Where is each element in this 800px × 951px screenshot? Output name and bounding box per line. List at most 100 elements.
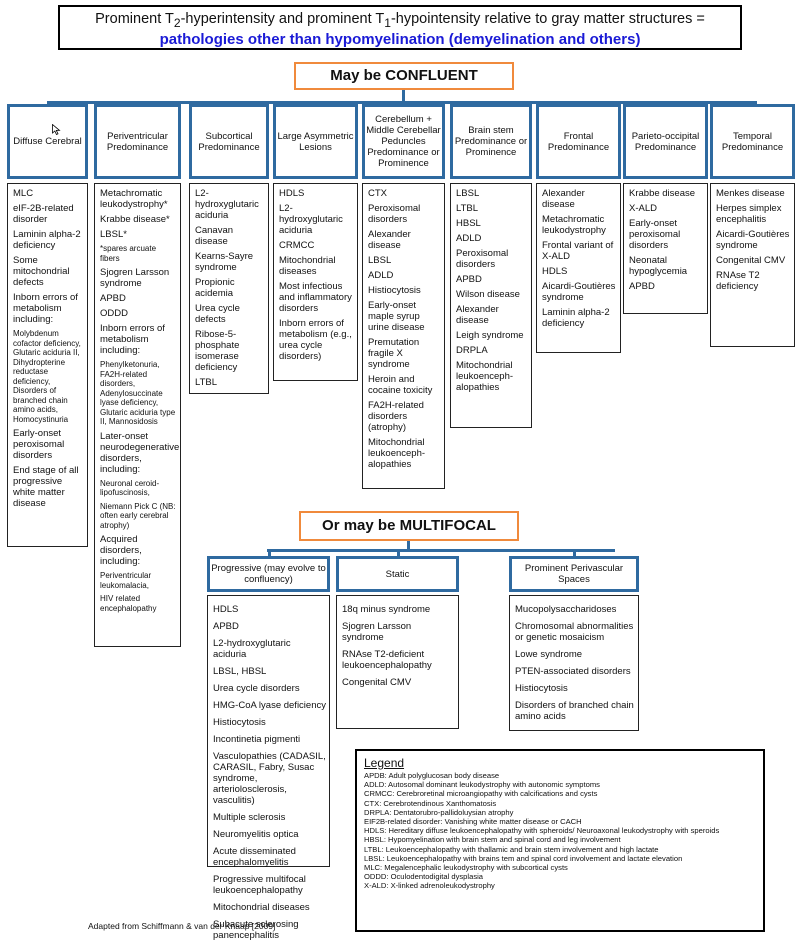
legend-entry: DRPLA: Dentatorubro-pallidoluysian atrop…	[364, 807, 514, 817]
title-box: Prominent T2-hyperintensity and prominen…	[58, 5, 742, 50]
list-item: Neonatal hypoglycemia	[629, 255, 688, 277]
list-item: Later-onset neurodegenerative disorders,…	[100, 430, 180, 475]
legend-entry: CTX: Cerebrotendinous Xanthomatosis	[364, 798, 497, 808]
list-item: HDLS	[279, 188, 305, 199]
connector-drop	[577, 101, 581, 106]
list-item: eIF-2B-related disorder	[13, 203, 74, 225]
legend-entry: APDB: Adult polyglucosan body disease	[364, 771, 500, 780]
connector-drop	[314, 101, 318, 106]
legend-box: Legend APDB: Adult polyglucosan body dis…	[355, 749, 765, 932]
list-item: Congenital CMV	[716, 255, 786, 266]
connector-drop	[136, 101, 140, 106]
list-item: Incontinetia pigmenti	[213, 734, 301, 745]
list-item: L2-hydroxyglutaric aciduria	[195, 188, 259, 221]
connector-stem	[402, 90, 405, 102]
list-item: APBD	[629, 281, 655, 292]
list-item: Laminin alpha-2 deficiency	[542, 307, 610, 329]
list-item: Canavan disease	[195, 225, 234, 247]
list-item: CRMCC	[279, 240, 315, 251]
list-item: Aicardi-Goutières syndrome	[542, 281, 616, 303]
list-item: CTX	[368, 188, 387, 199]
multifocal-connector-drop	[573, 549, 576, 557]
list-item: Leigh syndrome	[456, 330, 524, 341]
mouse-cursor-icon	[52, 124, 61, 135]
list-item: Mucopolysaccharidoses	[515, 604, 617, 615]
list-item: Premutation fragile X syndrome	[368, 337, 420, 370]
list-item: Lowe syndrome	[515, 649, 583, 660]
legend-entry: X-ALD: X-linked adrenoleukodystrophy	[364, 881, 495, 891]
list-item: Acquired disorders, including:	[100, 534, 142, 567]
list-item: Frontal variant of X-ALD	[542, 240, 614, 262]
list-item: Neuromyelitis optica	[213, 829, 299, 840]
list-item: Multiple sclerosis	[213, 812, 286, 823]
list-item: Congenital CMV	[342, 677, 412, 688]
multifocal-connector-stem	[407, 541, 410, 551]
list-item: Menkes disease	[716, 188, 785, 199]
list-item: End stage of all progressive white matte…	[13, 465, 79, 509]
list-item: Some mitochondrial defects	[13, 255, 70, 288]
list-item: Mitochondrial diseases	[213, 902, 310, 913]
connector-drop	[402, 101, 406, 106]
list-item: X-ALD	[629, 203, 657, 214]
list-item: Phenylketonuria, FA2H-related disorders,…	[100, 360, 176, 426]
list-item: Histiocytosis	[515, 683, 568, 694]
list-item: ADLD	[368, 270, 394, 281]
list-item: Alexander disease	[456, 304, 499, 326]
list-item: Histiocytosis	[368, 285, 421, 296]
column-header: Parieto-occipital Predominance	[623, 104, 708, 179]
list-item: HDLS	[542, 266, 568, 277]
list-item: Krabbe disease	[629, 188, 696, 199]
list-item: Propionic acidemia	[195, 277, 235, 299]
list-item: LTBL	[195, 377, 218, 388]
list-item: Ribose-5-phosphate isomerase deficiency	[195, 329, 240, 373]
connector-drop	[228, 101, 231, 106]
list-item: HIV related encephalopathy	[100, 594, 157, 613]
list-item: Heroin and cocaine toxicity	[368, 374, 433, 396]
list-item: Urea cycle defects	[195, 303, 240, 325]
list-item: HBSL	[456, 218, 481, 229]
connector-drop	[751, 101, 755, 106]
list-item: HDLS	[213, 604, 239, 615]
list-item: Herpes simplex encephalitis	[716, 203, 782, 225]
list-item: APBD	[213, 621, 239, 632]
list-item: LTBL	[456, 203, 479, 214]
list-item: Urea cycle disorders	[213, 683, 300, 694]
legend-entry: ODDD: Oculodentodigital dysplasia	[364, 872, 484, 882]
list-item: L2-hydroxyglutaric aciduria	[279, 203, 343, 236]
list-item: APBD	[100, 293, 126, 304]
multifocal-header: Progressive (may evolve to confluency)	[207, 556, 330, 592]
list-item: Inborn errors of metabolism (e.g., urea …	[279, 318, 352, 362]
list-item: Mitochondrial leukoenceph-alopathies	[456, 360, 514, 393]
list-item: Mitochondrial diseases	[279, 255, 336, 277]
list-item: RNAse T2-deficient leukoencephalopathy	[342, 649, 432, 671]
connector-bar	[47, 101, 757, 104]
column-header: Temporal Predominance	[710, 104, 795, 179]
column-header: Frontal Predominance	[536, 104, 621, 179]
list-item: Aicardi-Goutières syndrome	[716, 229, 790, 251]
list-item: Sjogren Larsson syndrome	[100, 267, 170, 289]
list-item: DRPLA	[456, 345, 488, 356]
list-item: Laminin alpha-2 deficiency	[13, 229, 81, 251]
list-item: APBD	[456, 274, 482, 285]
list-item: Wilson disease	[456, 289, 520, 300]
list-item: Peroxisomal disorders	[456, 248, 509, 270]
list-item: Early-onset peroxisomal disorders	[13, 428, 65, 461]
title-line-1: Prominent T2-hyperintensity and prominen…	[95, 11, 705, 30]
legend-entry: MLC: Megalencephalic leukodystrophy with…	[364, 863, 568, 873]
list-item: LBSL*	[100, 229, 127, 240]
list-item: Alexander disease	[542, 188, 585, 210]
multifocal-connector-drop	[396, 549, 400, 557]
list-item: Niemann Pick C (NB: often early cerebral…	[100, 501, 176, 530]
multifocal-label: Or may be MULTIFOCAL	[299, 511, 519, 541]
list-item: Inborn errors of metabolism including:	[100, 323, 165, 356]
list-item: Disorders of branched chain amino acids	[515, 700, 634, 722]
list-item: Early-onset peroxisomal disorders	[629, 218, 681, 251]
column-list: Metachromatic leukodystrophy*Krabbe dise…	[94, 183, 181, 647]
